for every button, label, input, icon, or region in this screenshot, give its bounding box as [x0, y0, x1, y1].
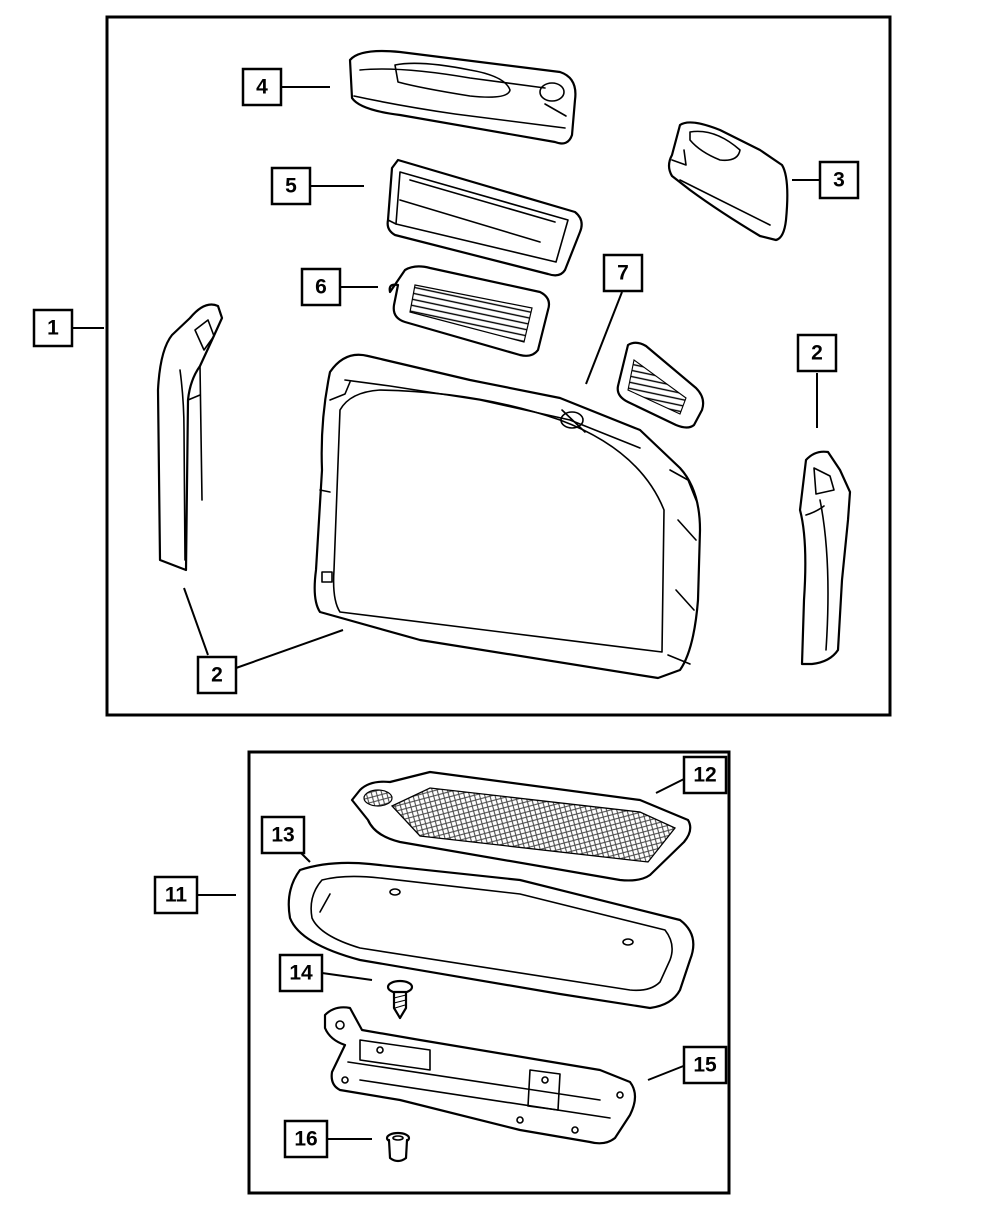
part-housing-body	[313, 353, 702, 680]
lower-assembly-frame	[247, 750, 731, 1195]
callout-7: 7	[602, 253, 644, 293]
callout-5-text: 5	[285, 175, 297, 198]
callout-12: 12	[682, 755, 728, 795]
part-6-ribbed-mat	[388, 265, 551, 357]
callout-1: 1	[32, 308, 74, 348]
callout-4: 4	[241, 67, 283, 107]
callout-11: 11	[153, 875, 199, 915]
part-16-insert-nut	[385, 1131, 411, 1163]
callout-2-right: 2	[796, 333, 838, 373]
callout-11-text: 11	[165, 884, 188, 907]
callout-4-text: 4	[256, 76, 268, 99]
part-14-screw	[386, 979, 414, 1020]
callout-13: 13	[260, 815, 306, 855]
part-12-mesh-tray	[350, 770, 692, 882]
callout-7-text: 7	[617, 262, 629, 285]
part-7-insert	[616, 341, 705, 429]
callout-2-right-text: 2	[811, 342, 823, 365]
part-4-handle-cover	[348, 49, 577, 145]
leader-lines	[72, 86, 820, 1140]
callout-5: 5	[270, 166, 312, 206]
callout-15-text: 15	[693, 1054, 717, 1077]
callout-16-text: 16	[294, 1128, 317, 1151]
callout-6-text: 6	[315, 276, 327, 299]
callout-3-text: 3	[833, 169, 845, 192]
part-2-right-side-trim	[798, 450, 852, 666]
part-5-tray	[386, 158, 583, 277]
callout-16: 16	[283, 1119, 329, 1159]
callout-14: 14	[278, 953, 324, 993]
callout-14-text: 14	[289, 962, 313, 985]
callout-12-text: 12	[693, 764, 716, 787]
callout-2-bottom-text: 2	[211, 664, 223, 687]
callout-2-bottom: 2	[196, 655, 238, 695]
callout-6: 6	[300, 267, 342, 307]
part-2-left-side-trim	[156, 303, 224, 572]
callout-13-text: 13	[271, 824, 294, 847]
callout-3: 3	[818, 160, 860, 200]
part-13-frame-ring	[287, 861, 695, 1010]
callout-1-text: 1	[47, 317, 59, 340]
part-15-base-plate	[323, 1006, 637, 1145]
part-3-end-cap	[667, 121, 789, 242]
upper-assembly-frame	[105, 15, 892, 717]
callout-15: 15	[682, 1045, 728, 1085]
